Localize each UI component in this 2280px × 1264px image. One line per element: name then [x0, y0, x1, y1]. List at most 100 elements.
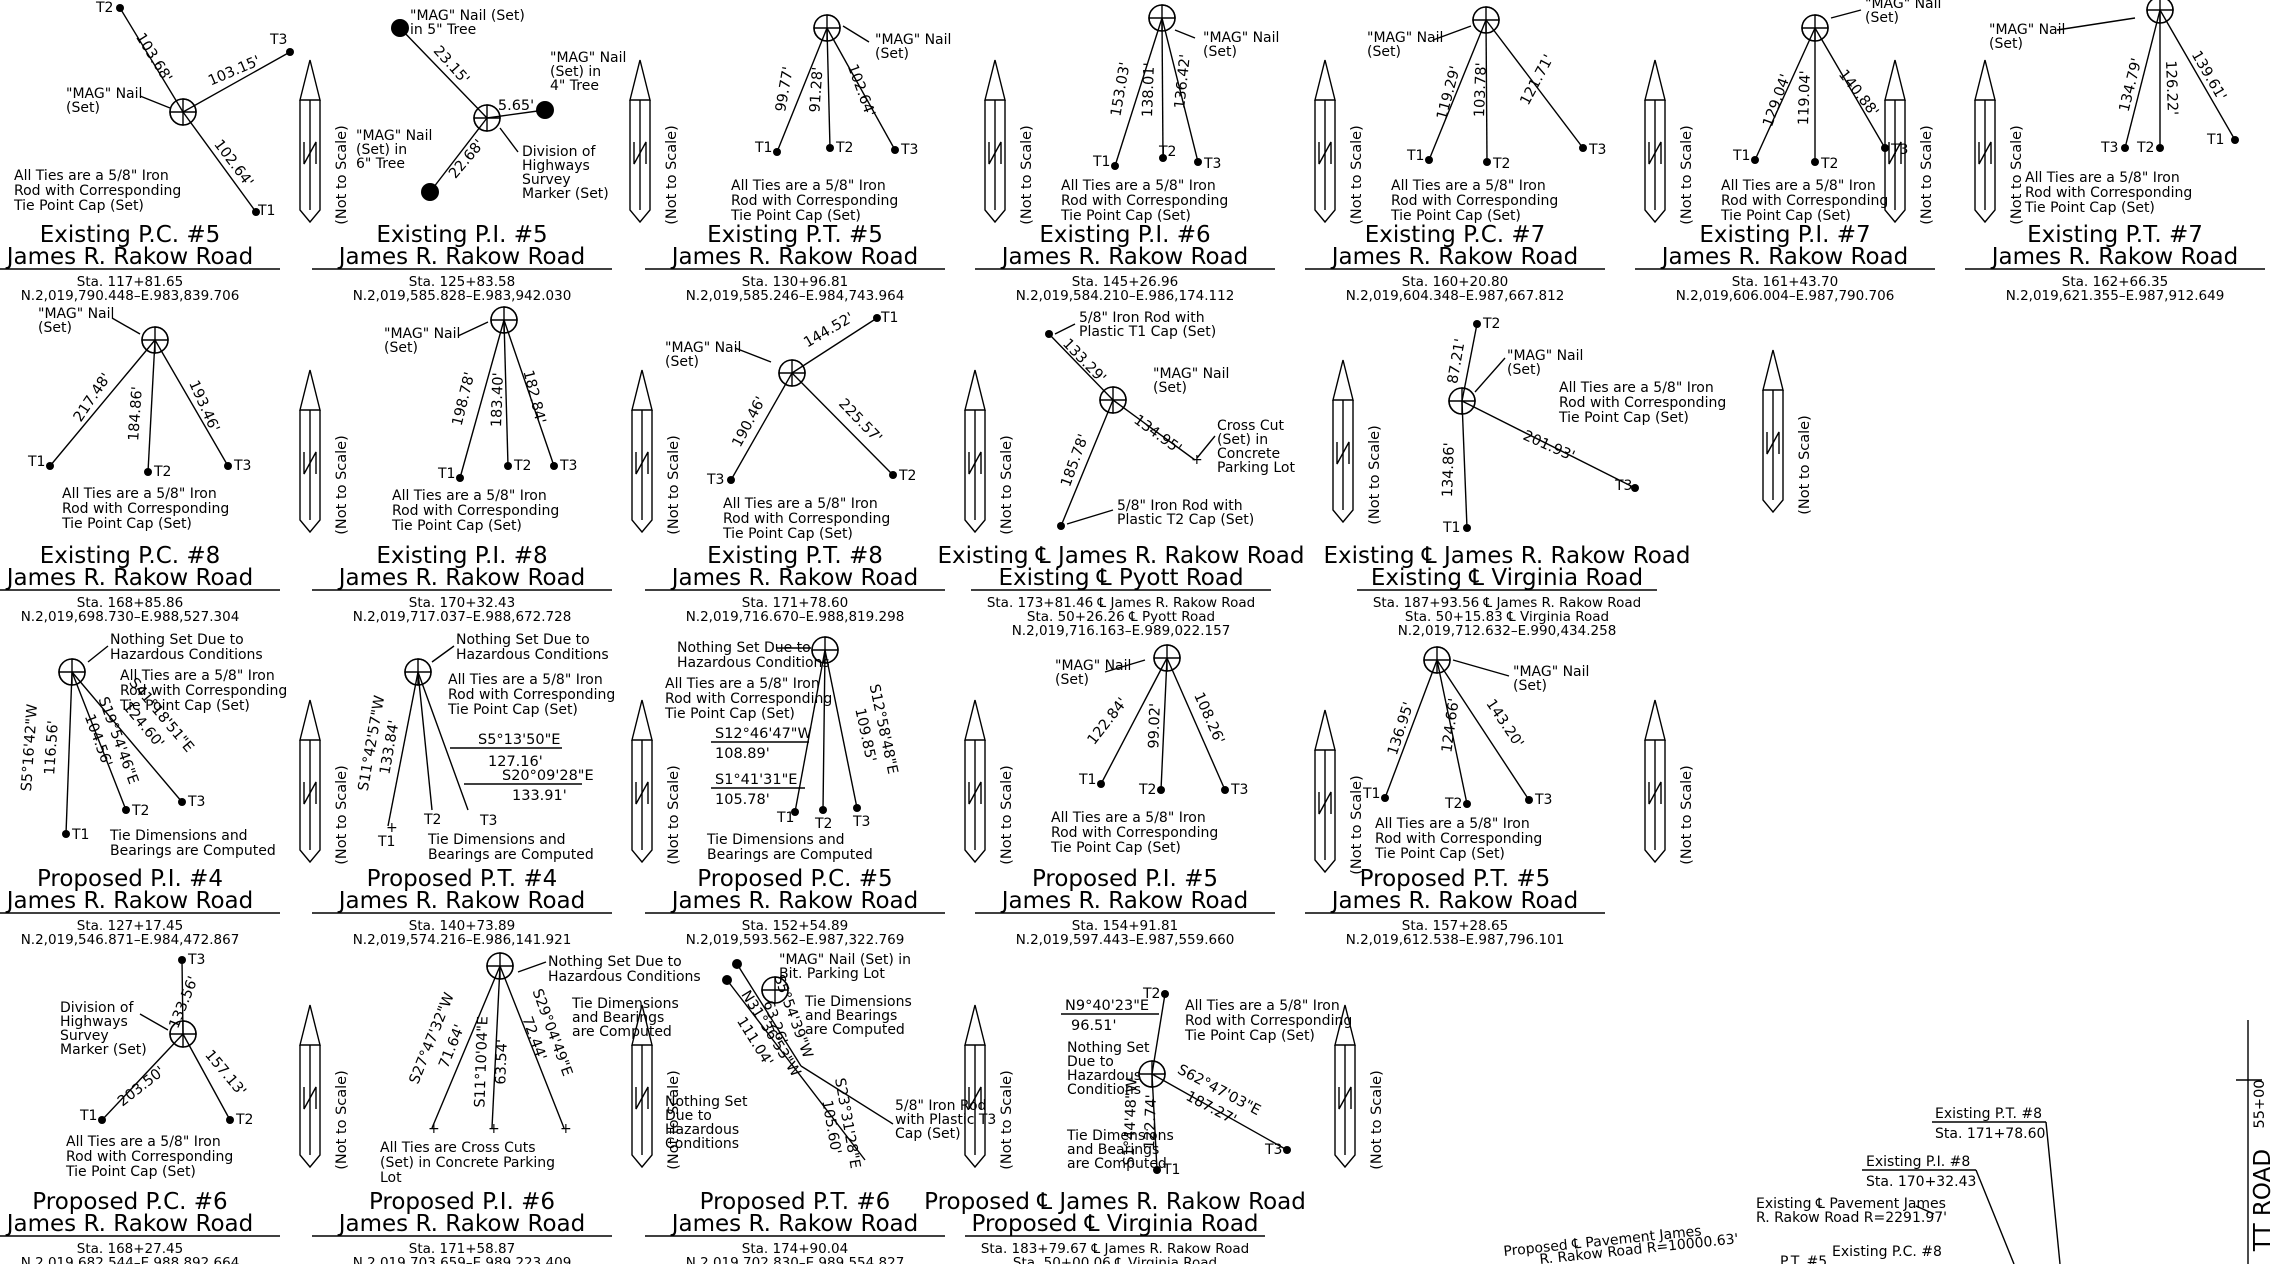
mag-nail-label: (Set)	[1513, 678, 1547, 694]
not-to-scale-label: (Not to Scale)	[1797, 415, 1813, 515]
note-text: Hazardous	[1067, 1068, 1141, 1084]
tie-line	[1814, 27, 1886, 149]
tie-dimension: 136.95'	[1385, 700, 1417, 757]
tie-point	[116, 4, 124, 12]
tie-dimension: 182.84'	[519, 369, 548, 426]
tie-point-label: T1	[1442, 520, 1460, 536]
note-text: Rod with Corresponding	[1061, 193, 1228, 209]
note-text: Rod with Corresponding	[1721, 193, 1888, 209]
tie-line	[791, 372, 894, 476]
station-line: Sta. 162+66.35	[2062, 274, 2168, 290]
tie-road: James R. Rakow Road	[670, 244, 919, 270]
iron-rod-label: 5/8" Iron Rod with	[1117, 498, 1243, 514]
tie-point-label: T1	[27, 454, 45, 470]
tie-line	[1166, 657, 1226, 791]
not-to-scale-label: (Not to Scale)	[334, 1070, 350, 1170]
note-text: Tie Dimensions	[1066, 1128, 1174, 1144]
tie-point	[889, 471, 897, 479]
tie-dimension: 105.78'	[715, 792, 770, 808]
tie-point	[1811, 158, 1819, 166]
tie-line	[1060, 399, 1114, 527]
station-line: N.2,019,604.348–E.987,667.812	[1346, 288, 1565, 304]
leader-line	[87, 645, 109, 663]
leader-line	[139, 95, 171, 109]
station-line: N.2,019,574.216–E.986,141.921	[353, 932, 572, 948]
station-line: Sta. 174+90.04	[742, 1241, 848, 1257]
station-line: Sta. 125+83.58	[409, 274, 515, 290]
north-arrow-icon	[299, 369, 321, 533]
iron-rod-label: Plastic T1 Cap (Set)	[1079, 324, 1216, 340]
tie-dimension: S1°44'48"W	[1121, 1078, 1140, 1166]
tie-point-label: T3	[233, 458, 251, 474]
not-to-scale-label: (Not to Scale)	[666, 1070, 682, 1170]
note-text: All Ties are a 5/8" Iron	[2025, 170, 2180, 186]
leader-line	[1915, 1205, 1935, 1215]
leader-line	[431, 645, 455, 663]
tie-line	[1754, 27, 1816, 161]
tie-dimension: 102.64'	[844, 62, 878, 119]
tie-road: Existing ℄ Pyott Road	[998, 565, 1243, 591]
tie-road: James R. Rakow Road	[670, 1211, 919, 1237]
tie-title: Existing P.T. #7	[2027, 222, 2203, 248]
tie-road: James R. Rakow Road	[337, 1211, 586, 1237]
plan-label: Existing P.I. #8	[1866, 1154, 1970, 1170]
tie-line	[2159, 9, 2236, 141]
leader-line	[1054, 323, 1076, 335]
station-line: Sta. 168+27.45	[77, 1241, 183, 1257]
tie-point-label: T1	[1406, 148, 1424, 164]
tie-line	[417, 671, 433, 811]
note-text: Tie Dimensions and	[427, 832, 566, 848]
tie-dimension: S5°16'42"W	[19, 703, 41, 791]
mag-nail-label: "MAG" Nail	[1203, 30, 1279, 46]
leader-line	[1452, 659, 1510, 677]
north-arrow-icon	[964, 1004, 986, 1168]
tie-dimension: 124.66'	[1439, 697, 1462, 753]
tie-point-label: T3	[187, 794, 205, 810]
tie-line	[794, 649, 826, 813]
tie-point	[1159, 154, 1167, 162]
tie-line	[1384, 659, 1438, 799]
nail-label: Bit. Parking Lot	[779, 966, 885, 982]
tie-dimension: 103.78'	[1472, 62, 1490, 117]
note-text: All Ties are a 5/8" Iron	[62, 486, 217, 502]
mag-nail-label: (Set)	[1367, 44, 1401, 60]
tie-road: James R. Rakow Road	[5, 1211, 254, 1237]
note-text: are Computed	[572, 1024, 672, 1040]
leader-line	[1196, 435, 1216, 459]
tie-line	[1151, 1073, 1158, 1171]
note-text: Nothing Set Due to	[456, 632, 590, 648]
note-text: Rod with Corresponding	[392, 503, 559, 519]
tie-point-label: T2	[423, 812, 441, 828]
tie-line	[1461, 400, 1636, 489]
tie-point	[773, 148, 781, 156]
tie-road: James R. Rakow Road	[5, 888, 254, 914]
note-text: Bearings are Computed	[428, 847, 594, 863]
leader-line	[1975, 1169, 2015, 1264]
note-text: Hazardous Conditions	[110, 647, 263, 663]
tie-dimension: 108.26'	[1190, 690, 1227, 747]
cross-cut-label: (Set) in	[1217, 432, 1268, 448]
leader-line	[1432, 25, 1472, 41]
plan-label: Existing P.C. #8	[1832, 1244, 1942, 1260]
tie-title: Proposed P.T. #4	[367, 866, 558, 892]
tie-line	[1151, 1073, 1288, 1151]
tie-point	[1157, 786, 1165, 794]
tie-point-label: T2	[513, 458, 531, 474]
tie-point	[1111, 162, 1119, 170]
tie-point	[456, 474, 464, 482]
tie-line	[71, 671, 183, 803]
tie-point	[1283, 1146, 1291, 1154]
station-line: Sta. 168+85.86	[77, 595, 183, 611]
mag-nail-label: (Set)	[66, 100, 100, 116]
tie-line	[181, 959, 184, 1035]
tie-point	[1525, 796, 1533, 804]
mag-nail-label: (Set)	[38, 320, 72, 336]
tie-point-label: T1	[880, 310, 898, 326]
mag-nail-label: "MAG" Nail	[875, 32, 951, 48]
note-text: and Bearings	[572, 1010, 664, 1026]
